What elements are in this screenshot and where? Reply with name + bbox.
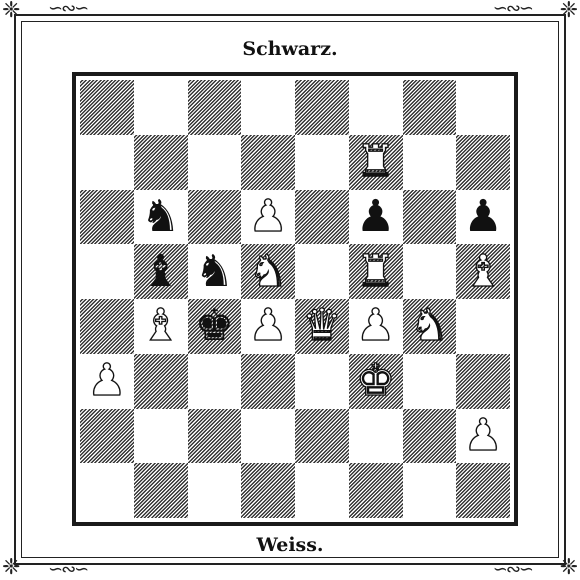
square-c3	[188, 354, 242, 409]
square-h6: ♟	[456, 190, 510, 245]
square-d1	[241, 463, 295, 518]
square-f8	[349, 80, 403, 135]
square-b4: ♝	[134, 299, 188, 354]
square-a1	[80, 463, 134, 518]
square-h8	[456, 80, 510, 135]
square-b7	[134, 135, 188, 190]
square-e5	[295, 244, 349, 299]
square-c8	[188, 80, 242, 135]
square-b8	[134, 80, 188, 135]
white-knight-g4: ♞	[410, 304, 449, 348]
square-a5	[80, 244, 134, 299]
square-f6: ♟	[349, 190, 403, 245]
white-pawn-a3: ♟	[87, 359, 126, 403]
square-g5	[403, 244, 457, 299]
white-side-label: Weiss.	[0, 534, 580, 556]
swirl-ornament-bottom-left: ∽∾∽	[48, 561, 87, 579]
white-pawn-f4: ♟	[356, 304, 395, 348]
square-g2	[403, 409, 457, 464]
white-knight-d5: ♞	[248, 250, 287, 294]
white-rook-f5: ♜	[356, 250, 395, 294]
square-h7	[456, 135, 510, 190]
square-c5: ♞	[188, 244, 242, 299]
square-b3	[134, 354, 188, 409]
square-h1	[456, 463, 510, 518]
square-d7	[241, 135, 295, 190]
corner-ornament-bottom-left: ❈	[2, 557, 20, 579]
square-c1	[188, 463, 242, 518]
square-h3	[456, 354, 510, 409]
square-h4	[456, 299, 510, 354]
corner-ornament-top-right: ❈	[560, 0, 578, 22]
square-f5: ♜	[349, 244, 403, 299]
square-e4: ♛	[295, 299, 349, 354]
square-g7	[403, 135, 457, 190]
square-a4	[80, 299, 134, 354]
square-e8	[295, 80, 349, 135]
black-bishop-b5: ♝	[141, 250, 180, 294]
white-pawn-d6: ♟	[248, 195, 287, 239]
square-d3	[241, 354, 295, 409]
square-b5: ♝	[134, 244, 188, 299]
square-g3	[403, 354, 457, 409]
square-b6: ♞	[134, 190, 188, 245]
square-e1	[295, 463, 349, 518]
black-pawn-h6: ♟	[463, 195, 502, 239]
square-c7	[188, 135, 242, 190]
square-d6: ♟	[241, 190, 295, 245]
square-f2	[349, 409, 403, 464]
white-rook-f7: ♜	[356, 140, 395, 184]
black-pawn-f6: ♟	[356, 195, 395, 239]
square-d2	[241, 409, 295, 464]
black-side-label: Schwarz.	[0, 38, 580, 60]
white-pawn-d4: ♟	[248, 304, 287, 348]
square-d5: ♞	[241, 244, 295, 299]
square-a8	[80, 80, 134, 135]
square-g8	[403, 80, 457, 135]
square-g4: ♞	[403, 299, 457, 354]
square-a7	[80, 135, 134, 190]
square-a6	[80, 190, 134, 245]
square-d4: ♟	[241, 299, 295, 354]
square-e3	[295, 354, 349, 409]
square-b1	[134, 463, 188, 518]
square-e6	[295, 190, 349, 245]
square-a2	[80, 409, 134, 464]
square-c6	[188, 190, 242, 245]
square-g1	[403, 463, 457, 518]
square-e2	[295, 409, 349, 464]
white-queen-e4: ♛	[302, 304, 341, 348]
square-h5: ♝	[456, 244, 510, 299]
black-king-c4: ♚	[195, 304, 234, 348]
black-knight-b6: ♞	[141, 195, 180, 239]
white-king-f3: ♚	[356, 359, 395, 403]
square-h2: ♟	[456, 409, 510, 464]
corner-ornament-top-left: ❈	[2, 0, 20, 22]
white-bishop-b4: ♝	[141, 304, 180, 348]
white-pawn-h2: ♟	[463, 414, 502, 458]
square-c2	[188, 409, 242, 464]
black-knight-c5: ♞	[195, 250, 234, 294]
square-a3: ♟	[80, 354, 134, 409]
swirl-ornament-top-left: ∽∾∽	[48, 0, 87, 18]
square-f3: ♚	[349, 354, 403, 409]
square-f1	[349, 463, 403, 518]
square-f7: ♜	[349, 135, 403, 190]
square-f4: ♟	[349, 299, 403, 354]
square-e7	[295, 135, 349, 190]
square-d8	[241, 80, 295, 135]
chess-board-grid: ♜ ♞ ♟ ♟ ♟ ♝ ♞ ♞ ♜ ♝ ♝ ♚ ♟ ♛ ♟ ♞ ♟ ♚ ♟	[80, 80, 510, 518]
corner-ornament-bottom-right: ❈	[560, 557, 578, 579]
swirl-ornament-bottom-right: ∽∾∽	[493, 561, 532, 579]
swirl-ornament-top-right: ∽∾∽	[493, 0, 532, 18]
square-b2	[134, 409, 188, 464]
chess-board: ♜ ♞ ♟ ♟ ♟ ♝ ♞ ♞ ♜ ♝ ♝ ♚ ♟ ♛ ♟ ♞ ♟ ♚ ♟	[72, 72, 518, 526]
square-c4: ♚	[188, 299, 242, 354]
white-bishop-h5: ♝	[463, 250, 502, 294]
square-g6	[403, 190, 457, 245]
